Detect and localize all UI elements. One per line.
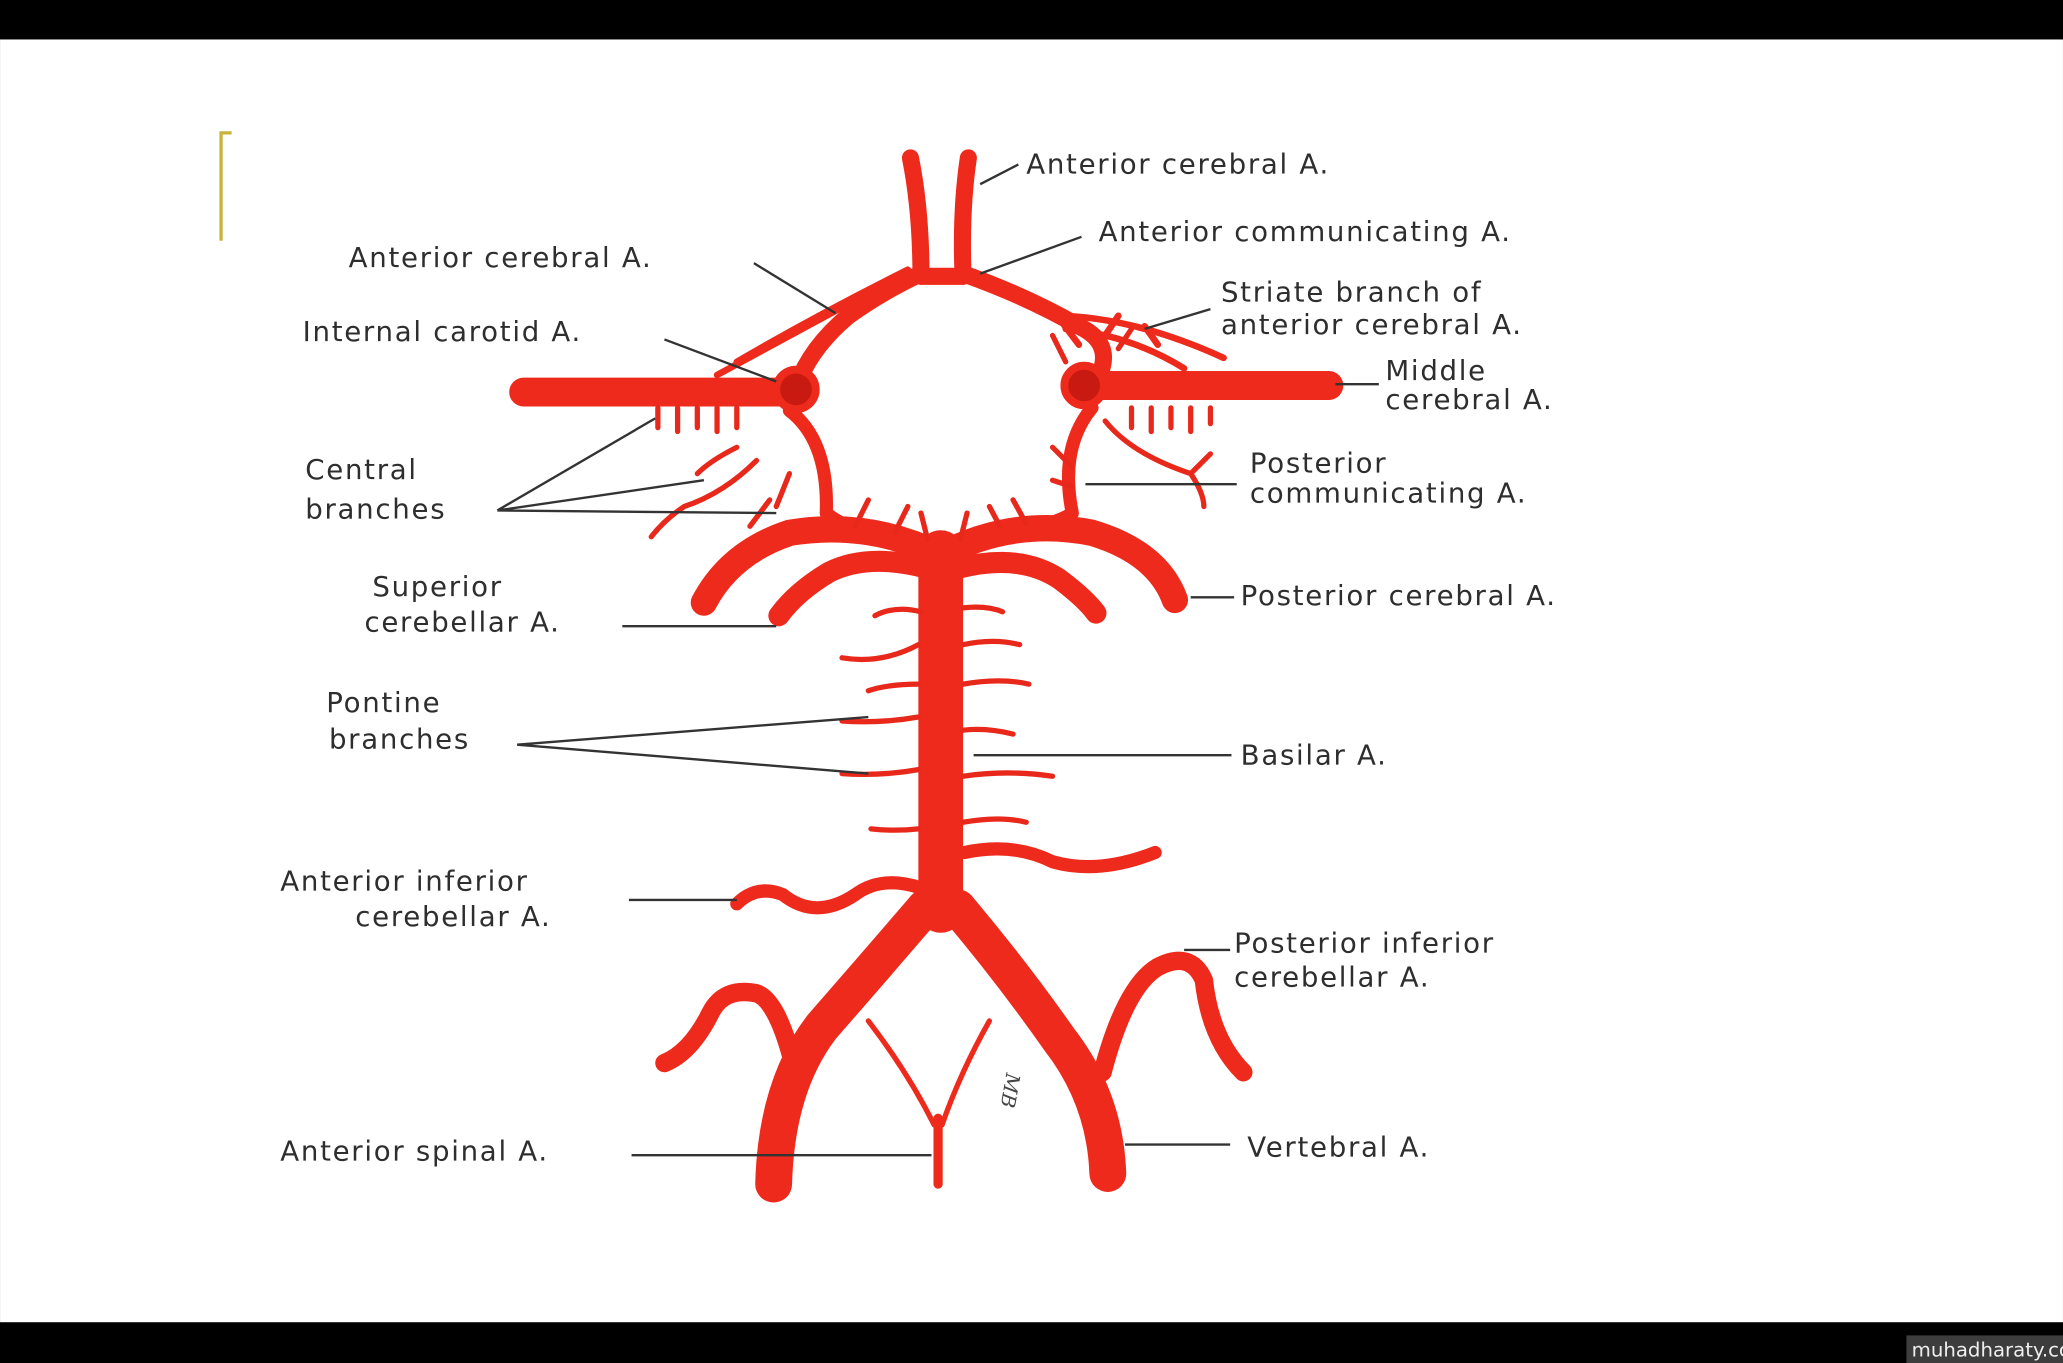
label-striate-branch: Striate branch of (1221, 275, 1482, 308)
striate-branches-left (713, 266, 912, 379)
internal-carotid-artery-left (772, 365, 820, 414)
label-middle-cerebral-2: cerebral A. (1385, 383, 1553, 416)
label-central-branches-2: branches (305, 492, 446, 525)
vertebral-artery-left (755, 889, 944, 1203)
pontine-branches (839, 604, 1056, 833)
vertebral-artery-right (939, 889, 1127, 1192)
aca-a1-left (787, 265, 930, 397)
label-central-branches: Central (305, 453, 418, 486)
anterior-inferior-cerebellar-artery-right (957, 842, 1162, 874)
label-superior-cerebellar: Superior (372, 570, 502, 603)
label-internal-carotid: Internal carotid A. (303, 315, 582, 348)
label-posterior-inferior-cerebellar: Posterior inferior (1234, 927, 1495, 960)
label-middle-cerebral: Middle (1385, 354, 1486, 387)
label-pontine-branches: Pontine (326, 686, 441, 719)
posterior-inferior-cerebellar-artery-left (655, 982, 802, 1073)
posterior-cerebral-artery-right (927, 515, 1189, 614)
label-anterior-inferior-cerebellar-2: cerebellar A. (355, 900, 551, 933)
superior-cerebellar-artery-right (947, 551, 1107, 624)
anterior-cerebral-artery-left (901, 149, 930, 285)
anterior-cerebral-artery-right (953, 149, 977, 285)
label-pontine-branches-2: branches (329, 723, 470, 756)
label-basilar: Basilar A. (1241, 738, 1388, 771)
striate-branches-right (1049, 312, 1227, 372)
label-anterior-communicating: Anterior communicating A. (1099, 215, 1512, 248)
label-anterior-cerebral-left: Anterior cerebral A. (349, 241, 653, 274)
label-superior-cerebellar-2: cerebellar A. (364, 606, 560, 639)
anterior-inferior-cerebellar-artery-left (730, 876, 928, 915)
label-posterior-communicating-2: communicating A. (1250, 477, 1527, 510)
label-anterior-inferior-cerebellar: Anterior inferior (280, 865, 528, 898)
watermark-text: muhadharaty.com (1912, 1338, 2063, 1361)
leader-lines (496, 163, 1379, 1157)
aca-a1-right (954, 265, 1112, 393)
label-vertebral: Vertebral A. (1247, 1130, 1430, 1163)
label-posterior-inferior-cerebellar-2: cerebellar A. (1234, 961, 1430, 994)
anterior-spinal-roots (865, 1018, 993, 1128)
slide-bracket-decoration (219, 131, 232, 241)
arteries (509, 149, 1344, 1203)
label-striate-branch-2: anterior cerebral A. (1221, 308, 1523, 341)
internal-carotid-artery-right (1060, 361, 1108, 410)
central-branches (648, 326, 1214, 543)
posterior-inferior-cerebellar-artery-right (1093, 951, 1253, 1082)
label-posterior-cerebral: Posterior cerebral A. (1241, 579, 1557, 612)
slide (0, 39, 2063, 1323)
watermark: muhadharaty.com (1906, 1335, 2063, 1363)
label-anterior-cerebral-top: Anterior cerebral A. (1026, 148, 1330, 181)
posterior-cerebral-artery-left (690, 516, 954, 616)
label-posterior-communicating: Posterior (1250, 446, 1387, 479)
superior-cerebellar-artery-left (768, 550, 939, 627)
labels: Anterior cerebral A. Anterior communicat… (280, 148, 1557, 1168)
label-anterior-spinal: Anterior spinal A. (280, 1134, 549, 1167)
